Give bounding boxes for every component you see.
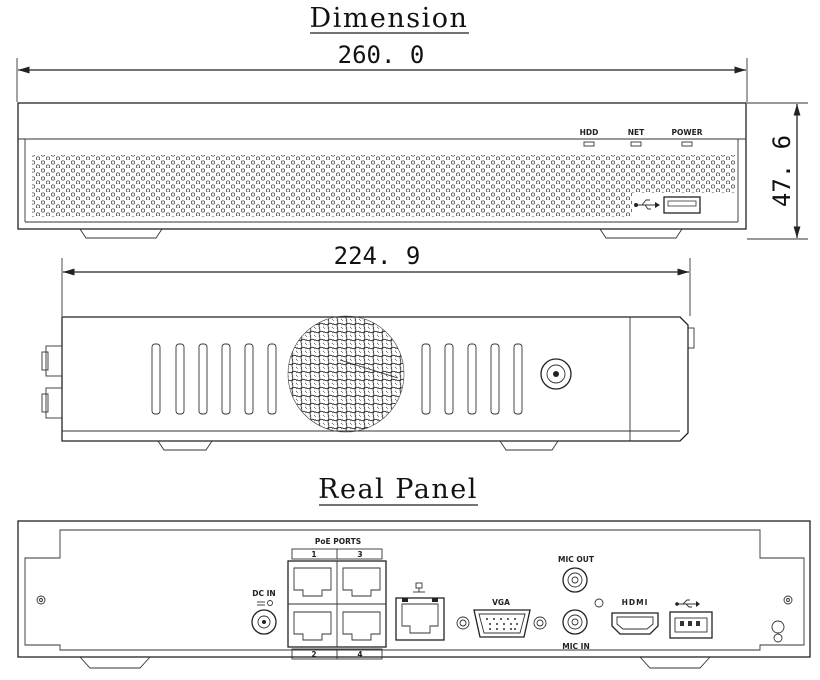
real-panel-title: Real Panel <box>318 474 478 505</box>
front-usb-port <box>663 196 701 214</box>
network-icon <box>413 582 425 593</box>
mic-out-jack <box>562 567 588 593</box>
power-led <box>681 141 693 147</box>
poe-port-4-label: 4 <box>357 650 362 659</box>
net-led-label: NET <box>628 128 645 137</box>
dc-power-icon <box>257 600 273 606</box>
depth-dimension-label: 224. 9 <box>334 242 421 270</box>
mic-in-jack <box>562 609 588 635</box>
mic-out-label: MIC OUT <box>558 555 595 564</box>
net-led <box>630 141 642 147</box>
rear-usb-icon <box>675 599 700 608</box>
hdd-led-label: HDD <box>580 128 599 137</box>
poe-port-1 <box>293 567 332 597</box>
hdmi-label: HDMI <box>622 598 649 607</box>
width-dimension-label: 260. 0 <box>338 41 425 69</box>
side-view <box>41 315 695 451</box>
poe-ports-label: PoE PORTS <box>315 537 361 546</box>
poe-port-2 <box>293 611 332 641</box>
poe-port-3 <box>342 567 381 597</box>
vga-label: VGA <box>492 598 510 607</box>
rear-usb-port <box>669 611 713 639</box>
ground-icon <box>771 620 785 643</box>
dimension-title: Dimension <box>310 3 469 34</box>
front-view: HDD NET POWER <box>17 102 747 239</box>
hdmi-port <box>611 612 659 635</box>
lan-port <box>395 597 445 641</box>
poe-port-4 <box>342 611 381 641</box>
dc-in-jack <box>251 609 277 635</box>
poe-port-2-label: 2 <box>311 650 316 659</box>
poe-port-1-label: 1 <box>311 550 316 559</box>
poe-port-3-label: 3 <box>357 550 362 559</box>
dc-in-label: DC IN <box>252 589 275 598</box>
rear-panel: DC IN PoE PORTS 1 3 2 <box>17 520 811 669</box>
power-led-label: POWER <box>671 128 702 137</box>
vga-port <box>473 609 531 638</box>
height-dimension-label: 47. 6 <box>768 135 796 207</box>
hdd-led <box>583 141 595 147</box>
usb-icon <box>634 199 660 210</box>
mic-in-label: MIC IN <box>562 642 589 651</box>
